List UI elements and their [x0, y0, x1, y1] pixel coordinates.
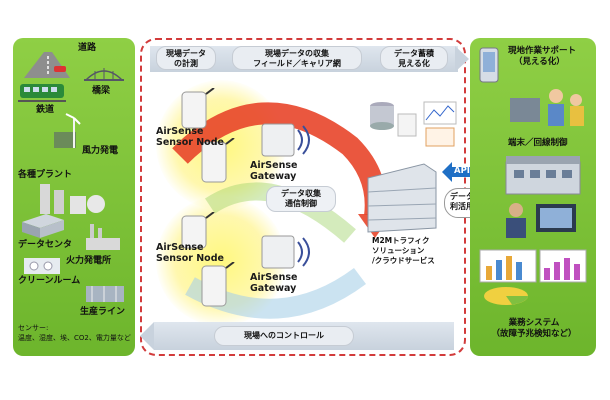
sensor-node-device-bottom — [181, 212, 215, 249]
train-icon — [18, 84, 66, 102]
collect-pill-line1: 現場データの収集 — [265, 49, 329, 58]
data-collect-box: データ収集 通信制御 — [266, 186, 336, 212]
field-support-label: 現地作業サポート （見える化） — [508, 46, 576, 68]
bridge-icon — [84, 68, 124, 81]
sensor-node-label-bottom: AirSense Sensor Node — [156, 242, 224, 264]
store-pill-line1: データ蓄積 — [394, 49, 434, 58]
sensor-caption: センサー: — [18, 324, 49, 332]
sensor-node-label-top: AirSense Sensor Node — [156, 126, 224, 148]
sensor-node-type-top: Sensor Node — [156, 137, 224, 148]
top-arrow-head — [455, 46, 469, 72]
measure-pill-line2: の計測 — [174, 59, 198, 68]
data-center-icon — [22, 214, 64, 238]
business-system-line1: 業務システム — [508, 318, 560, 328]
road-label: 道路 — [78, 43, 97, 53]
gateway-name-bottom: AirSense — [250, 272, 298, 283]
sensor-node-device-top — [181, 88, 215, 129]
production-line-label: 生産ライン — [80, 307, 126, 317]
cloud-service-label: M2Mトラフィク ソリューション /クラウドサービス — [372, 236, 435, 266]
wind-turbine-icon — [54, 113, 81, 148]
sensor-node-device-bottom-2 — [201, 262, 235, 307]
business-charts-icon — [479, 249, 587, 305]
gateway-name-top: AirSense — [250, 160, 298, 171]
data-collect-line2: 通信制御 — [285, 199, 317, 208]
cloud-service-building-icon — [367, 163, 437, 233]
bridge-label: 橋梁 — [92, 86, 111, 96]
gateway-type-top: Gateway — [250, 171, 297, 182]
gateway-label-top: AirSense Gateway — [250, 160, 297, 182]
control-pill: 現場へのコントロール — [214, 326, 354, 346]
measure-pill-line1: 現場データ — [166, 49, 206, 58]
data-collect-line1: データ収集 — [281, 189, 321, 198]
sensor-node-name-bottom: AirSense — [156, 242, 204, 253]
field-support-line2: （見える化） — [514, 57, 565, 67]
mobile-device-icon — [479, 47, 499, 83]
plant-icon — [40, 184, 105, 214]
clean-room-label: クリーンルーム — [18, 276, 81, 286]
measure-pill: 現場データ の計測 — [156, 46, 216, 70]
gateway-type-bottom: Gateway — [250, 283, 297, 294]
gateway-device-bottom — [261, 235, 310, 269]
sensor-node-type-bottom: Sensor Node — [156, 253, 224, 264]
business-system-label: 業務システム （故障予兆検知など） — [486, 318, 582, 340]
clean-room-icon — [24, 258, 60, 274]
application-panel — [470, 38, 596, 356]
cloud-service-line2: ソリューション — [372, 246, 425, 255]
control-arrow-head — [140, 322, 154, 350]
gateway-label-bottom: AirSense Gateway — [250, 272, 297, 294]
sensor-node-device-top-2 — [201, 138, 235, 183]
thermal-plant-icon — [86, 224, 120, 250]
business-system-line2: （故障予兆検知など） — [491, 329, 577, 339]
data-usage-line2: 利活用 — [450, 202, 474, 211]
collect-pill-line2: フィールド／キャリア網 — [253, 59, 341, 68]
road-icon — [24, 52, 70, 78]
field-support-line1: 現地作業サポート — [508, 46, 577, 56]
data-usage-label: データ 利活用 — [450, 192, 474, 212]
data-storage-icon — [370, 101, 457, 147]
plant-label: 各種プラント — [18, 170, 73, 180]
cloud-service-line1: M2Mトラフィク — [372, 236, 430, 245]
data-usage-line1: データ — [450, 192, 474, 201]
office-building-icon — [505, 156, 581, 195]
data-center-label: データセンタ — [18, 240, 73, 250]
terminal-control-label: 端末／回線制御 — [508, 138, 568, 148]
railway-label: 鉄道 — [36, 105, 55, 115]
gateway-device-top — [261, 123, 310, 157]
field-workers-icon — [510, 89, 584, 126]
thermal-power-label: 火力発電所 — [66, 256, 112, 266]
operator-workstation-icon — [506, 203, 576, 238]
wind-power-label: 風力発電 — [82, 146, 119, 156]
sensor-types: 温度、湿度、埃、CO2、電力量など — [18, 334, 131, 342]
collect-pill: 現場データの収集 フィールド／キャリア網 — [232, 46, 362, 70]
store-pill: データ蓄積 見える化 — [380, 46, 448, 70]
cloud-service-line3: /クラウドサービス — [372, 256, 435, 265]
store-pill-line2: 見える化 — [398, 59, 430, 68]
production-line-icon — [86, 286, 124, 302]
sensor-node-name-top: AirSense — [156, 126, 204, 137]
control-label: 現場へのコントロール — [244, 331, 324, 340]
